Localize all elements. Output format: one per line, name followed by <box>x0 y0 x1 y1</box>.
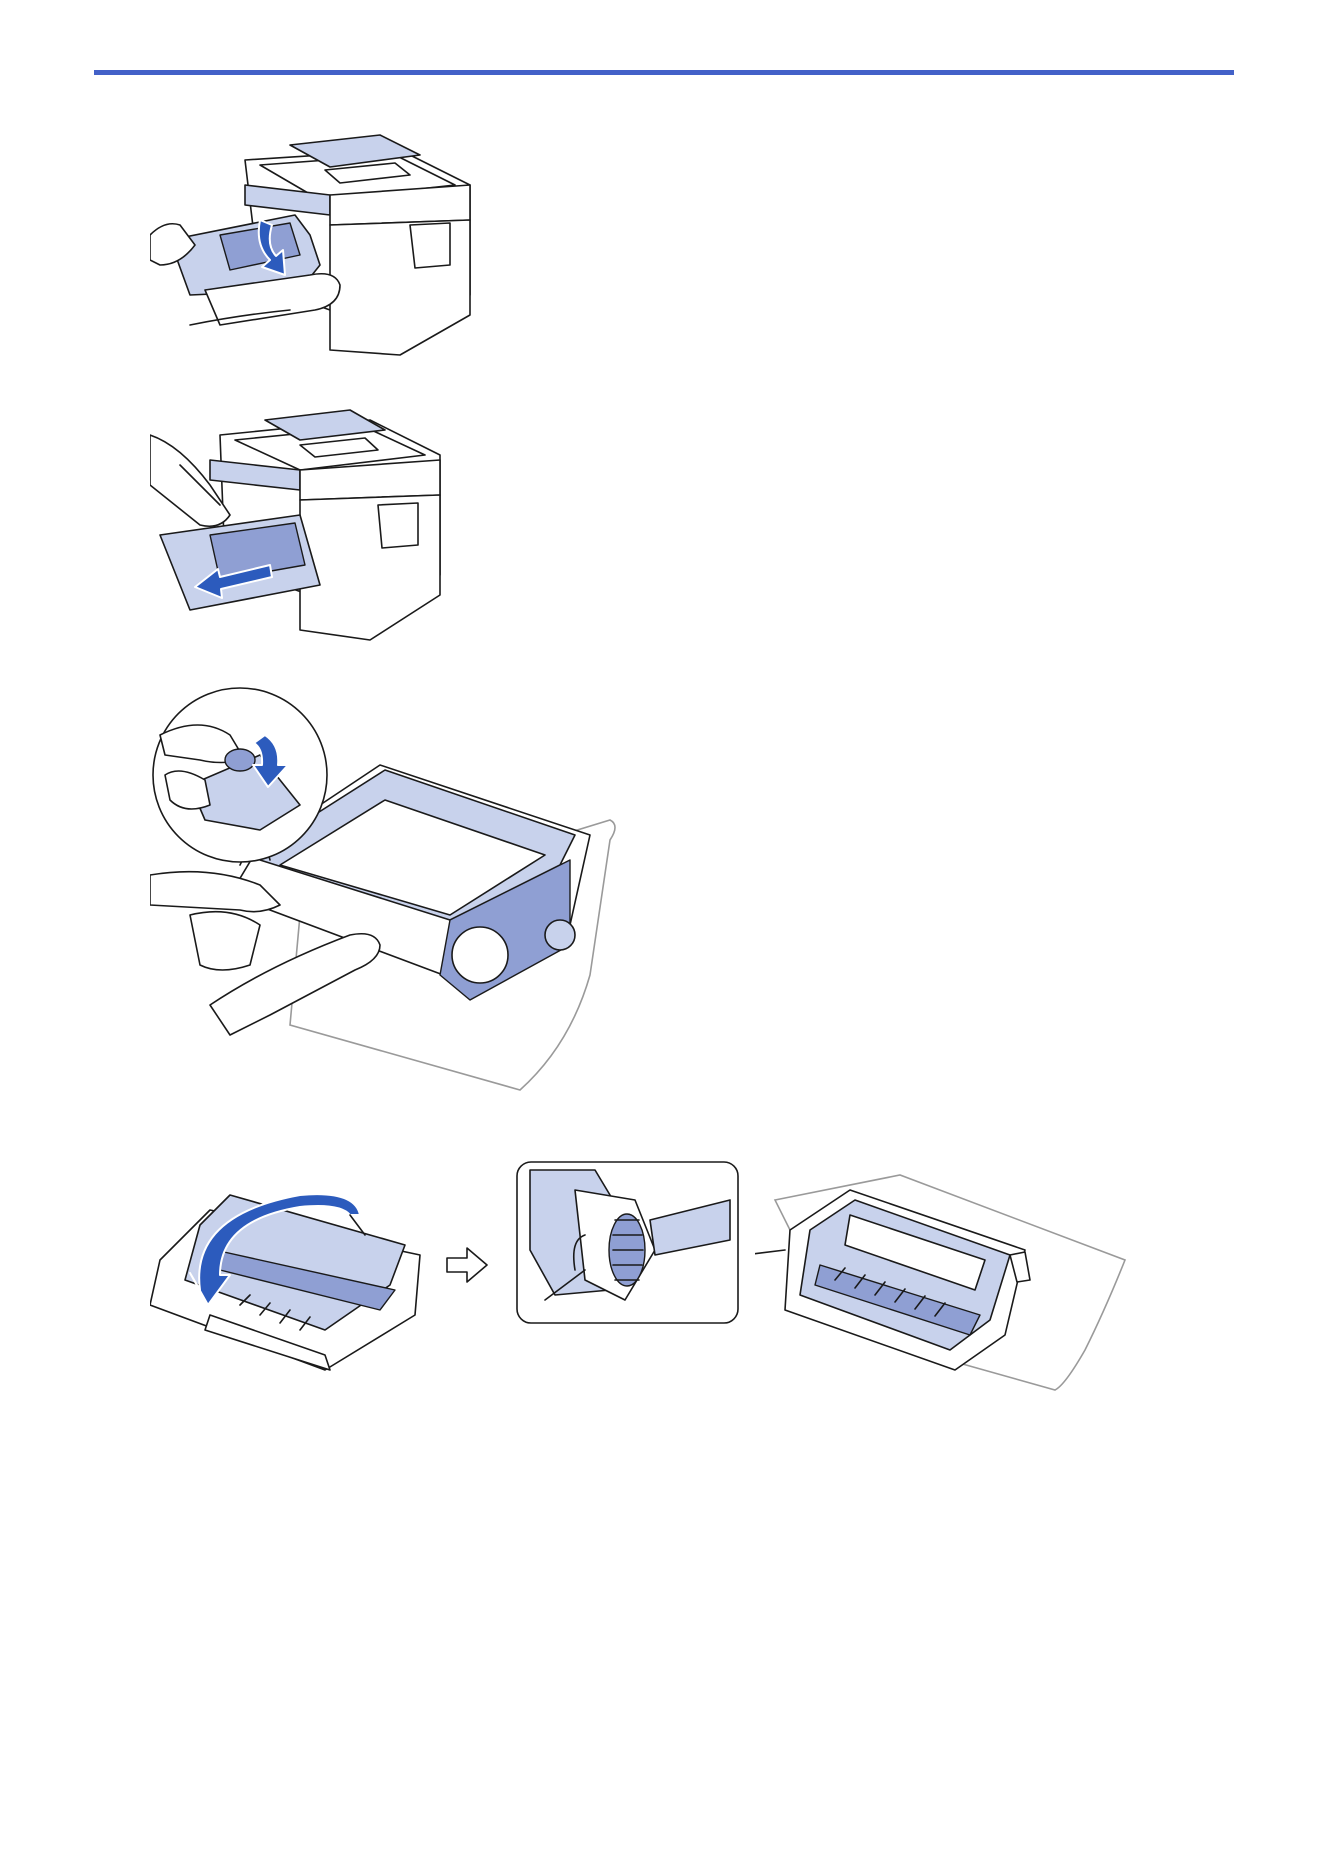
rotate-drum-unit-illustration <box>150 1155 440 1375</box>
drum-gear-detail-callout <box>515 1160 740 1325</box>
printer-open-front-cover-illustration <box>150 125 485 370</box>
drum-unit-on-paper-illustration <box>755 1170 1130 1395</box>
header-rule <box>94 70 1234 75</box>
right-outline-arrow-icon <box>445 1245 490 1285</box>
printer-remove-drum-unit-illustration <box>150 405 450 650</box>
push-lever-remove-toner-illustration <box>150 685 620 1120</box>
